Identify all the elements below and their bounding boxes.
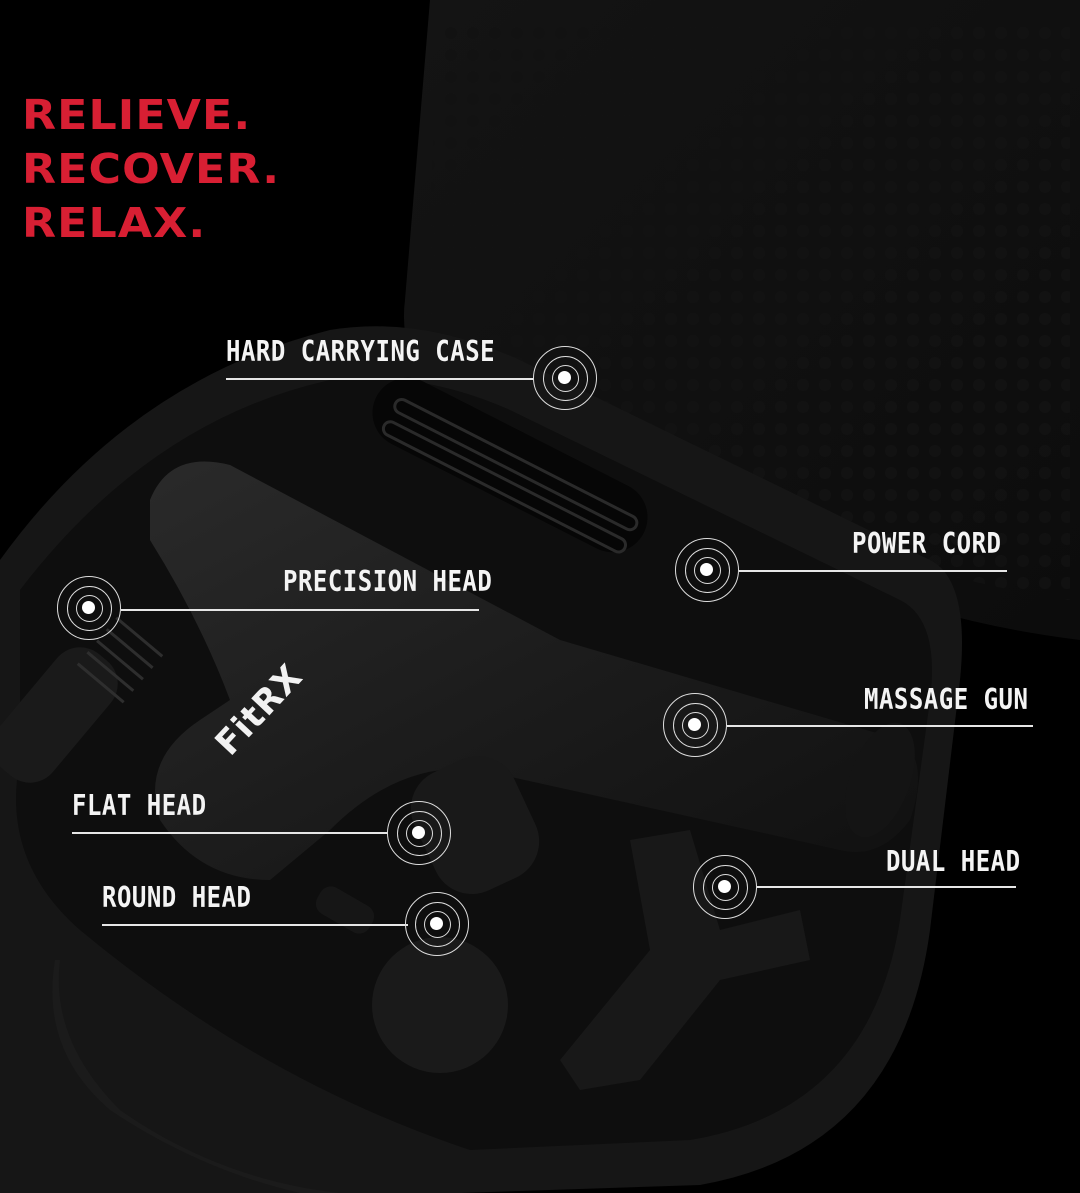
massage-gun-body	[150, 461, 918, 880]
headline-line-recover: RECOVER.	[22, 145, 281, 193]
target-hotspot-icon[interactable]	[57, 576, 121, 640]
target-hotspot-icon[interactable]	[693, 855, 757, 919]
callout-line	[121, 609, 479, 611]
target-hotspot-icon[interactable]	[387, 801, 451, 865]
callout-line	[739, 570, 1007, 572]
headline-line-relax: RELAX.	[22, 199, 207, 247]
target-hotspot-icon[interactable]	[405, 892, 469, 956]
callout-line	[757, 886, 1016, 888]
callout-label: DUAL HEAD	[886, 844, 1021, 878]
callout-label: POWER CORD	[852, 526, 1002, 560]
callout-line	[727, 725, 1033, 727]
callout-label: ROUND HEAD	[102, 880, 252, 914]
callout-line	[102, 924, 408, 926]
target-hotspot-icon[interactable]	[675, 538, 739, 602]
headline-line-relieve: RELIEVE.	[22, 91, 252, 139]
callout-line	[226, 378, 534, 380]
target-hotspot-icon[interactable]	[533, 346, 597, 410]
target-hotspot-icon[interactable]	[663, 693, 727, 757]
callout-label: PRECISION HEAD	[283, 564, 493, 598]
headline: RELIEVE. RECOVER. RELAX.	[22, 88, 279, 250]
callout-label: HARD CARRYING CASE	[226, 334, 496, 368]
callout-line	[72, 832, 388, 834]
callout-label: FLAT HEAD	[72, 788, 207, 822]
callout-label: MASSAGE GUN	[864, 682, 1029, 716]
